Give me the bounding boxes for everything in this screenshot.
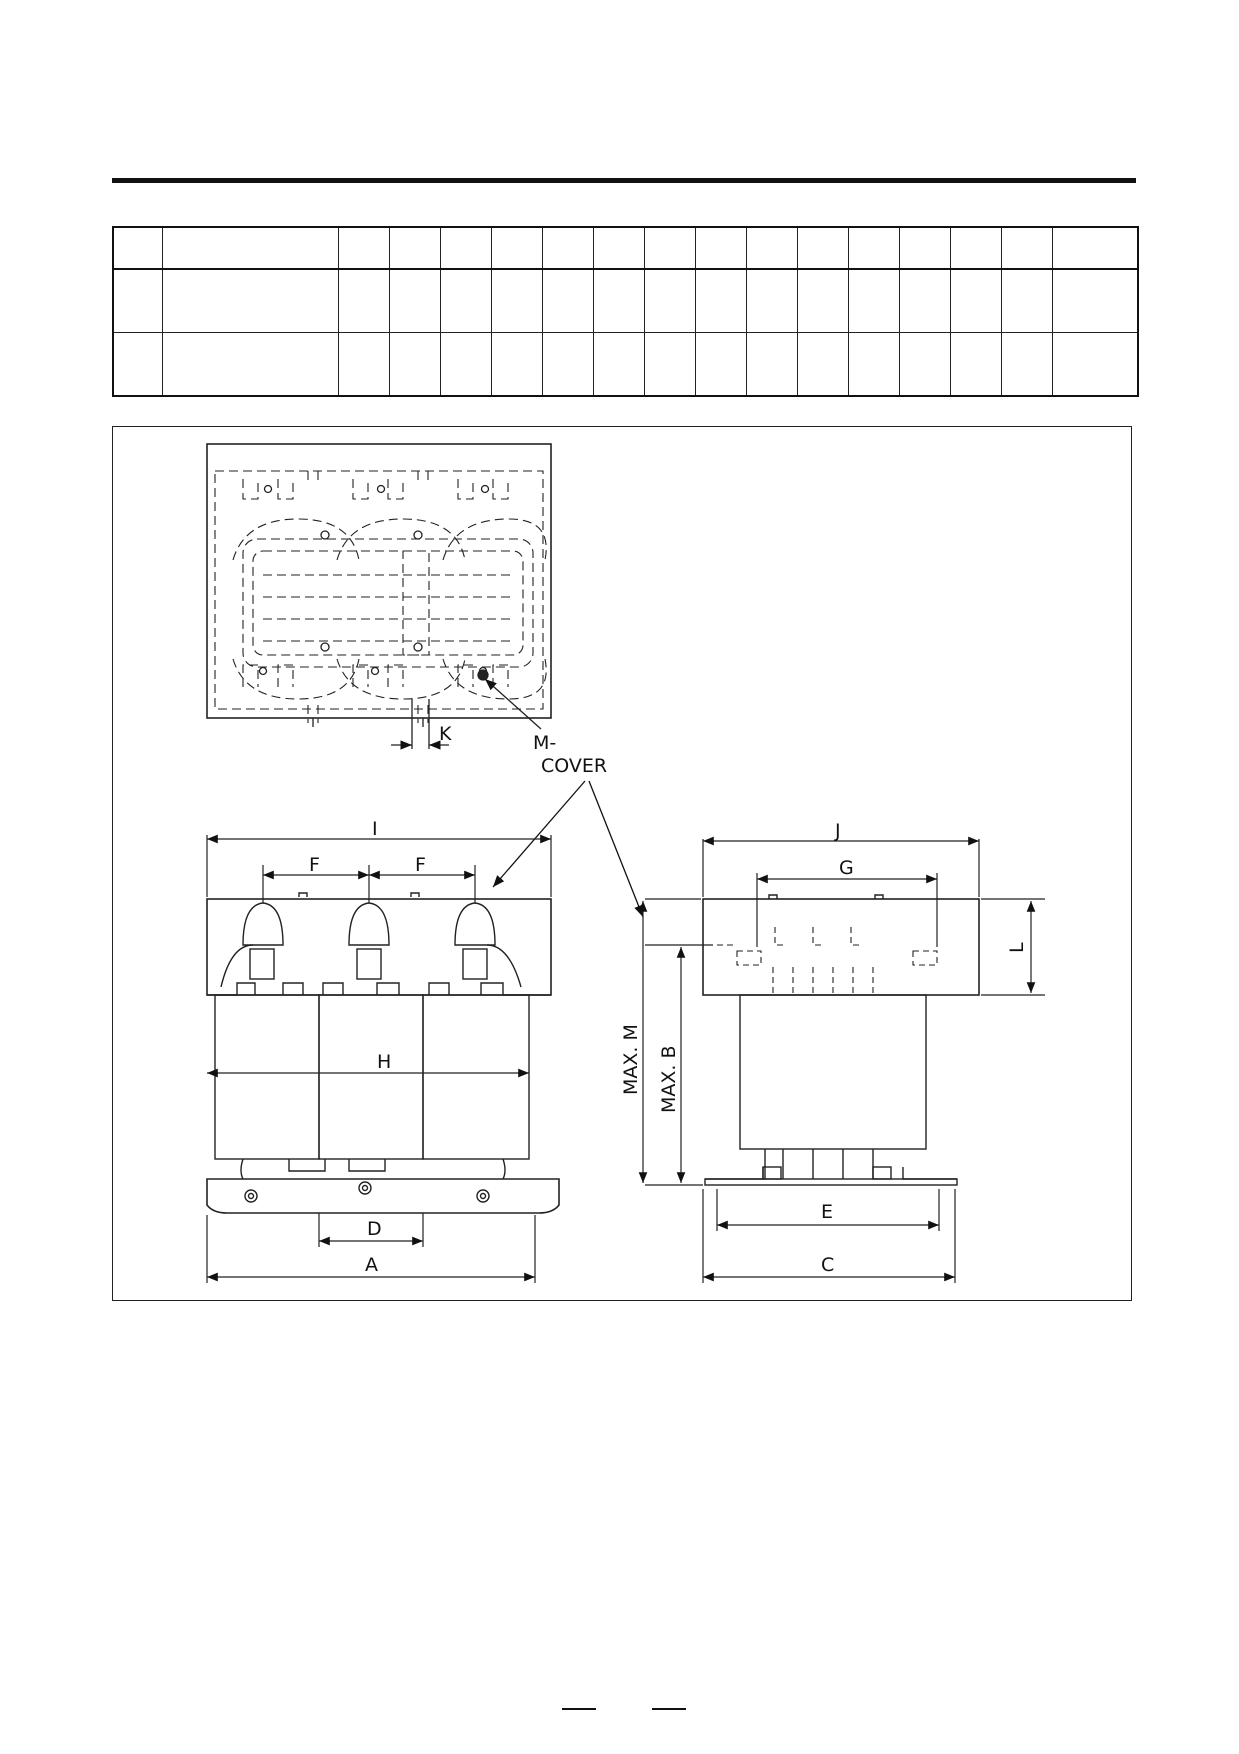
dim-label-j: J — [834, 820, 841, 842]
table-cell — [847, 268, 900, 333]
table-cell — [1000, 226, 1053, 270]
table-cell — [439, 226, 492, 270]
table-header-row — [112, 226, 1139, 270]
table-cell — [1051, 226, 1139, 270]
table-cell — [745, 268, 798, 333]
table-cell — [847, 226, 900, 270]
table-cell — [694, 226, 747, 270]
side-view — [702, 894, 980, 1186]
table-cell — [337, 226, 390, 270]
table-cell — [161, 268, 339, 333]
dim-label-e: E — [821, 1201, 833, 1223]
table-cell — [694, 268, 747, 333]
dim-label-a: A — [365, 1254, 378, 1276]
dim-label-m: M- — [533, 732, 556, 754]
table-cell — [592, 268, 645, 333]
table-cell — [796, 268, 849, 333]
table-cell — [643, 226, 696, 270]
table-cell — [337, 332, 390, 397]
table-cell — [592, 226, 645, 270]
dim-label-c: C — [821, 1254, 834, 1276]
table-cell — [388, 268, 441, 333]
reactor-dimension-drawing: K M- COVER — [206, 443, 1045, 1283]
table-cell — [541, 268, 594, 333]
table-cell — [112, 268, 163, 333]
table-cell — [337, 268, 390, 333]
table-cell — [490, 226, 543, 270]
dim-label-i: I — [372, 818, 378, 840]
table-cell — [490, 332, 543, 397]
dim-label-f-right: F — [415, 854, 426, 876]
dim-label-max-m: MAX. M — [620, 1024, 642, 1095]
table-cell — [745, 226, 798, 270]
table-cell — [796, 226, 849, 270]
table-cell — [388, 332, 441, 397]
header-rule — [112, 178, 1136, 183]
table-cell — [1000, 332, 1053, 397]
table-cell — [161, 332, 339, 397]
front-view-dimensions — [206, 834, 552, 1283]
table-cell — [541, 332, 594, 397]
table-cell — [388, 226, 441, 270]
table-cell — [898, 226, 951, 270]
table-cell — [949, 226, 1002, 270]
table-cell — [490, 268, 543, 333]
table-cell — [949, 268, 1002, 333]
table-row — [112, 332, 1139, 397]
table-cell — [1051, 268, 1139, 333]
dim-label-max-b: MAX. B — [658, 1045, 680, 1113]
table-cell — [439, 332, 492, 397]
dim-label-h: H — [377, 1051, 391, 1073]
page-number-rule-left — [562, 1708, 596, 1710]
dim-label-l: L — [1006, 942, 1028, 953]
page-number-rule-right — [652, 1708, 686, 1710]
table-cell — [694, 332, 747, 397]
dim-label-d: D — [367, 1218, 382, 1240]
table-cell — [1000, 268, 1053, 333]
dim-label-g: G — [839, 857, 854, 879]
table-cell — [161, 226, 339, 270]
table-cell — [112, 226, 163, 270]
side-view-dimensions — [638, 836, 1045, 1283]
dimension-table — [112, 226, 1139, 397]
table-cell — [745, 332, 798, 397]
table-cell — [541, 226, 594, 270]
table-cell — [643, 332, 696, 397]
dim-label-f-left: F — [309, 854, 320, 876]
table-row — [112, 268, 1139, 333]
top-view — [206, 443, 552, 750]
drawing-frame: K M- COVER — [112, 426, 1132, 1301]
cover-label: COVER — [541, 755, 607, 777]
table-cell — [592, 332, 645, 397]
table-cell — [847, 332, 900, 397]
table-cell — [643, 268, 696, 333]
table-cell — [112, 332, 163, 397]
table-cell — [1051, 332, 1139, 397]
dim-label-k: K — [439, 723, 452, 745]
table-cell — [898, 332, 951, 397]
table-cell — [796, 332, 849, 397]
table-cell — [949, 332, 1002, 397]
table-cell — [439, 268, 492, 333]
table-cell — [898, 268, 951, 333]
